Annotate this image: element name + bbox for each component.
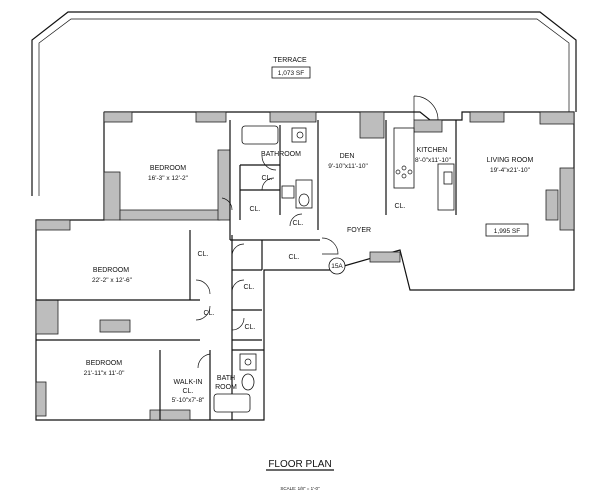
bath2-label-2: ROOM — [215, 384, 237, 391]
closet-label: CL. — [198, 251, 209, 258]
exterior-walls — [35, 111, 575, 421]
bathtub-2 — [213, 393, 251, 413]
kitchen-dims: 8'-0"x11'-10" — [415, 157, 452, 164]
bedroom2-dims: 22'-2" x 12'-6" — [92, 277, 133, 284]
foyer-label: FOYER — [347, 227, 371, 234]
closet-label: CL. — [289, 254, 300, 261]
walkin-label-2: CL. — [183, 388, 194, 395]
kitchen-counter — [393, 127, 415, 189]
floor-plan-title: FLOOR PLAN — [268, 459, 331, 470]
interior-area: 1,995 SF — [494, 228, 520, 235]
doors — [195, 95, 439, 369]
closet-label: CL. — [245, 324, 256, 331]
fixtures — [213, 125, 455, 413]
terrace-label: TERRACE — [273, 57, 307, 64]
closet-label: CL. — [244, 284, 255, 291]
walkin-dims: 5'-10"x7'-8" — [172, 397, 205, 404]
interior-area-box — [485, 223, 529, 237]
unit-tag-circle — [328, 257, 346, 275]
closet-label: CL. — [395, 203, 406, 210]
den-label: DEN — [340, 153, 355, 160]
terrace-area-box — [271, 66, 311, 79]
bedroom3-label: BEDROOM — [86, 360, 122, 367]
bath2-label: BATH — [217, 375, 235, 382]
bathroom-label: BATHROOM — [261, 151, 301, 158]
interior-walls — [36, 120, 457, 420]
den-dims: 9'-10"x11'-10" — [328, 163, 368, 170]
closet-label: CL. — [262, 175, 273, 182]
bedroom1-label: BEDROOM — [150, 165, 186, 172]
unit-tag: 15A — [331, 263, 343, 270]
bedroom3-dims: 21'-11"x 11'-0" — [84, 370, 126, 377]
closet-label: CL. — [204, 310, 215, 317]
bathtub-1 — [241, 125, 279, 145]
kitchen-counter-2 — [437, 163, 455, 211]
kitchen-label: KITCHEN — [417, 147, 448, 154]
bedroom1-dims: 16'-3" x 12'-2" — [148, 175, 189, 182]
bedroom2-label: BEDROOM — [93, 267, 129, 274]
toilet-2 — [241, 373, 255, 391]
walkin-label: WALK-IN — [174, 379, 203, 386]
terrace-outline — [31, 11, 577, 196]
sink-1 — [291, 127, 307, 143]
closet-label: CL. — [293, 220, 304, 227]
living-room-dims: 19'-4"x21'-10" — [490, 167, 531, 174]
terrace-area: 1,073 SF — [278, 70, 304, 77]
sink-2 — [239, 353, 257, 371]
closet-label: CL. — [250, 206, 261, 213]
scale-note: SCALE: 1/8" = 1'-0" — [280, 486, 320, 491]
living-room-label: LIVING ROOM — [487, 157, 534, 164]
